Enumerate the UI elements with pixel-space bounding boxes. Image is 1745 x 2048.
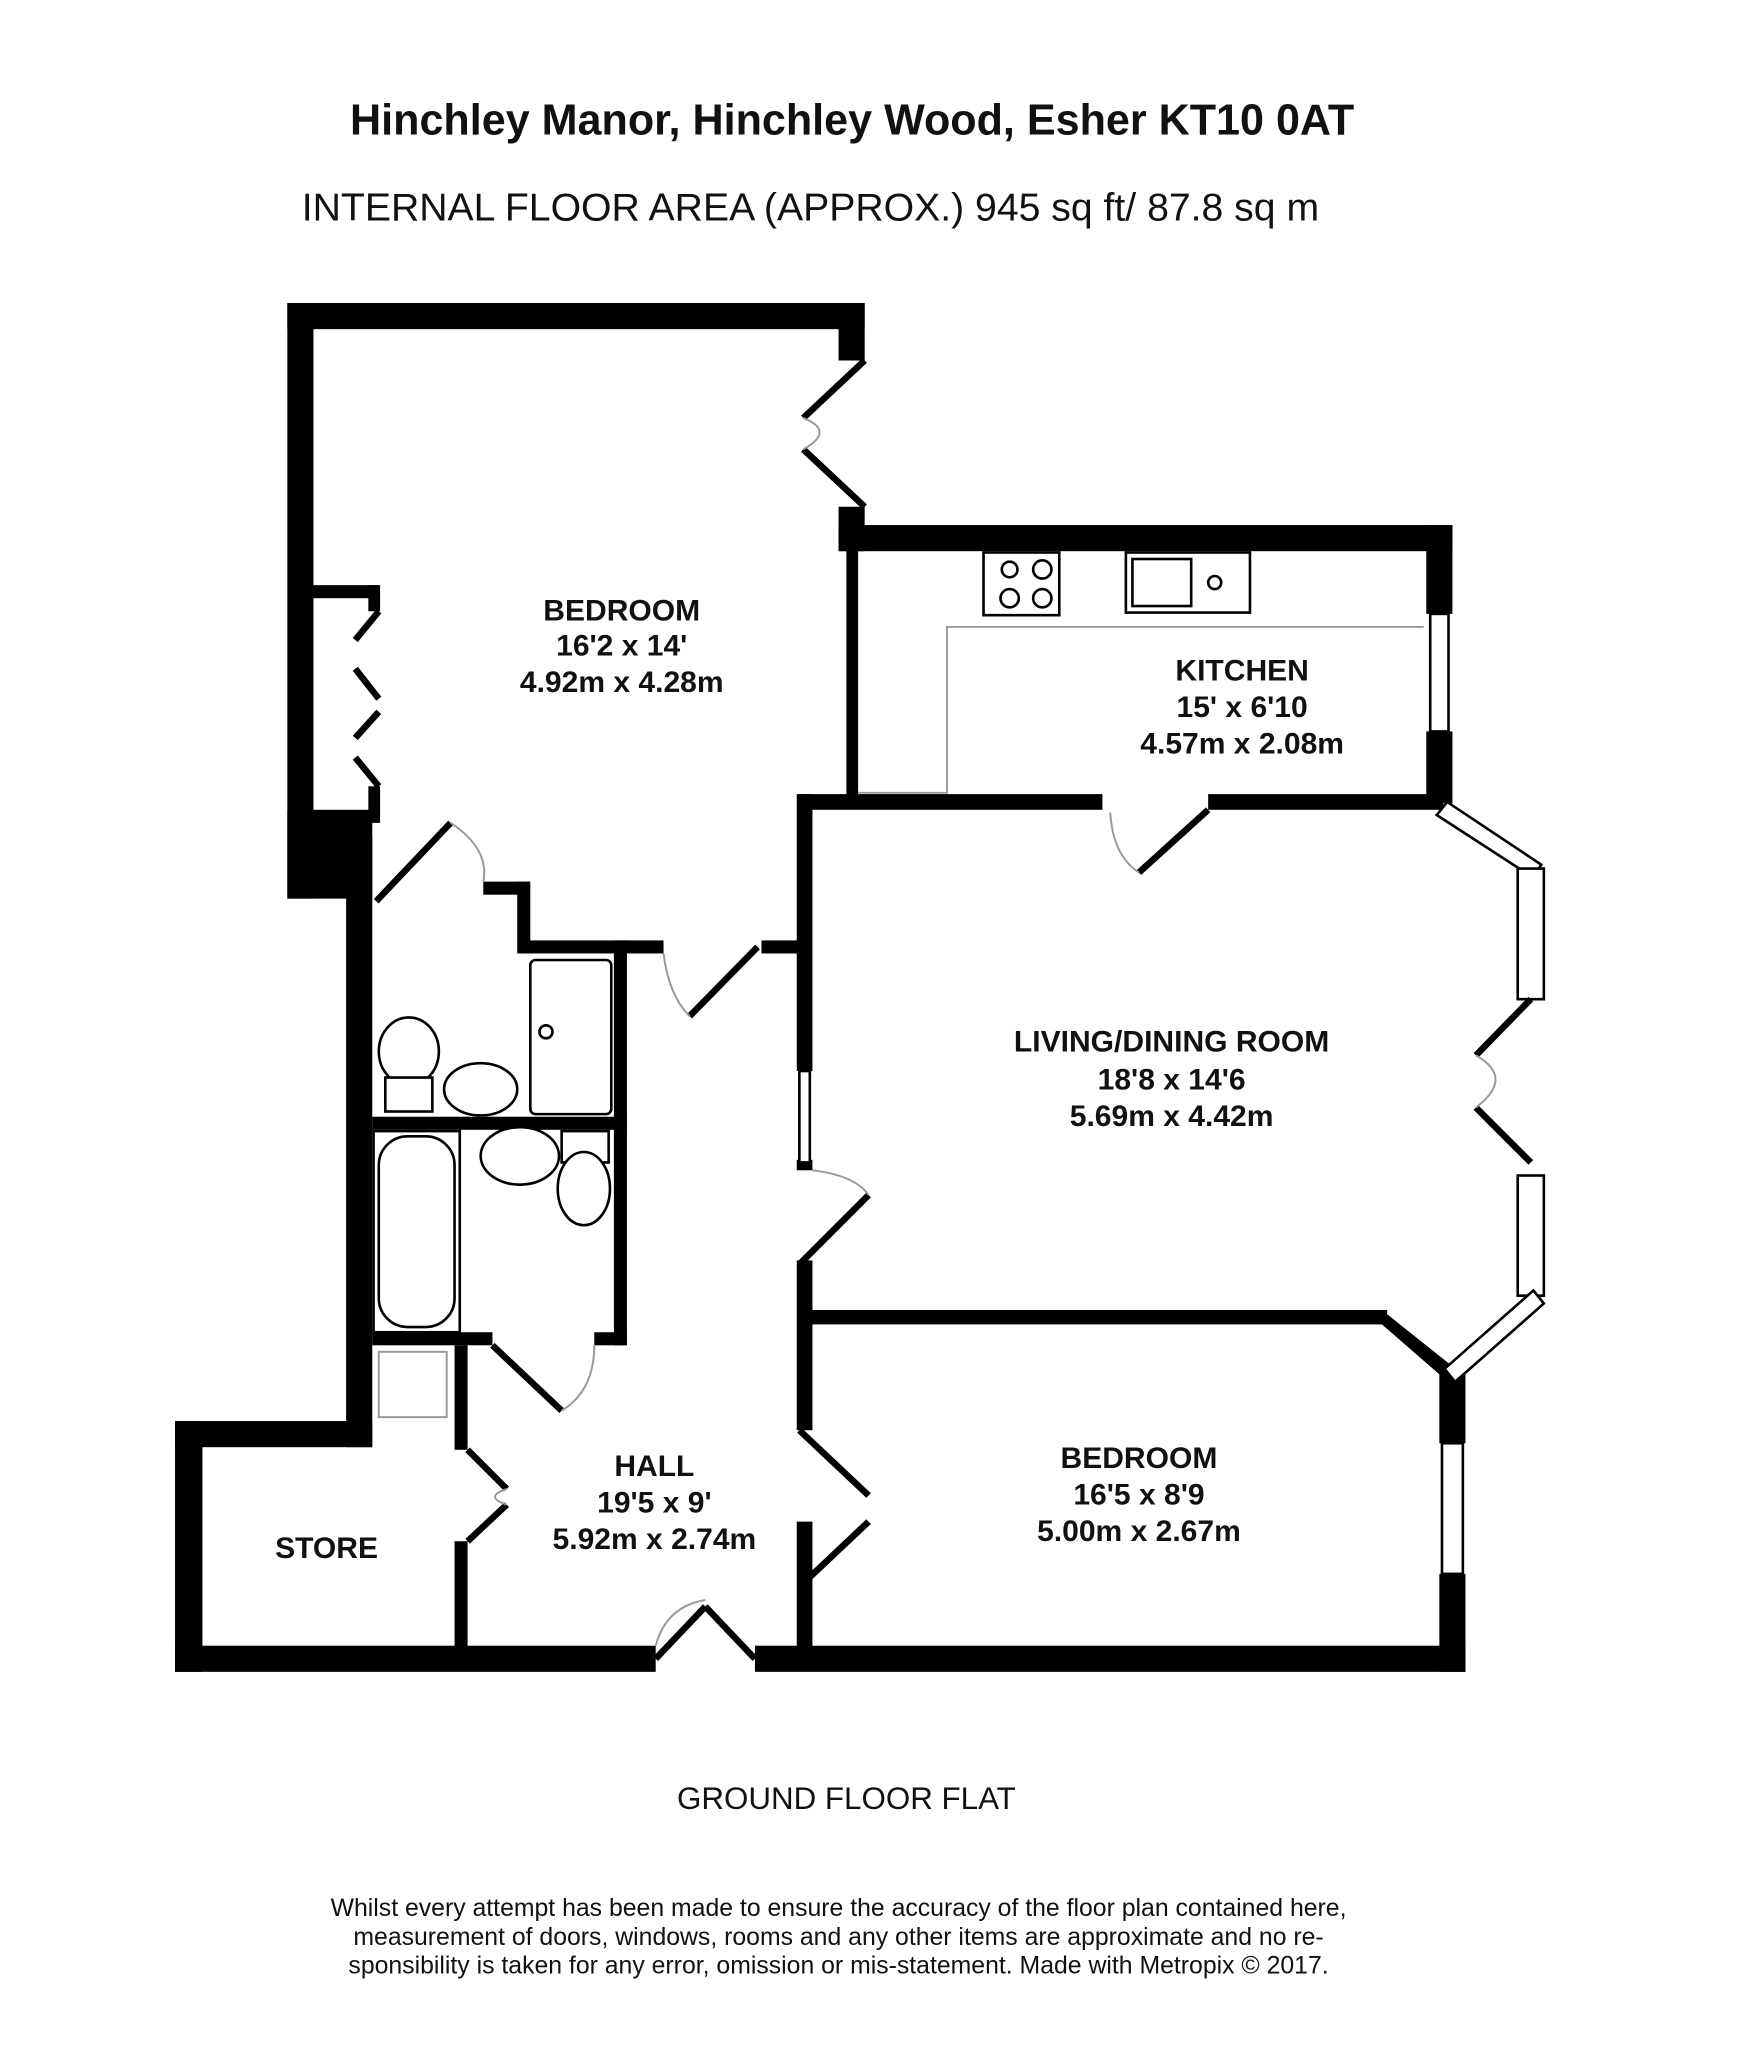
svg-text:BEDROOM: BEDROOM bbox=[1061, 1442, 1218, 1475]
basin-icon bbox=[479, 1125, 561, 1186]
svg-text:16'2 x 14': 16'2 x 14' bbox=[556, 630, 687, 663]
svg-text:sponsibility is taken for any: sponsibility is taken for any error, omi… bbox=[348, 1953, 1328, 1980]
room-label-kitchen: KITCHEN 15' x 6'10 4.57m x 2.08m bbox=[1140, 654, 1344, 760]
svg-text:18'8 x 14'6: 18'8 x 14'6 bbox=[1098, 1063, 1246, 1096]
svg-text:16'5 x 8'9: 16'5 x 8'9 bbox=[1073, 1479, 1204, 1512]
svg-text:BEDROOM: BEDROOM bbox=[543, 594, 700, 627]
kitchen-sink-icon bbox=[1124, 551, 1252, 614]
basin-icon bbox=[442, 1061, 519, 1117]
svg-text:5.92m x 2.74m: 5.92m x 2.74m bbox=[553, 1523, 757, 1556]
room-label-bedroom-2: BEDROOM 16'5 x 8'9 5.00m x 2.67m bbox=[1037, 1442, 1241, 1548]
fixtures bbox=[372, 551, 1424, 1419]
svg-text:KITCHEN: KITCHEN bbox=[1175, 654, 1308, 687]
svg-text:measurement of doors, windows,: measurement of doors, windows, rooms and… bbox=[353, 1924, 1323, 1951]
walls bbox=[175, 303, 1466, 1672]
floor-label: GROUND FLOOR FLAT bbox=[677, 1781, 1016, 1816]
svg-text:Whilst every attempt has been: Whilst every attempt has been made to en… bbox=[331, 1895, 1347, 1922]
doors bbox=[352, 358, 1534, 1662]
svg-text:HALL: HALL bbox=[614, 1450, 694, 1483]
toilet-icon bbox=[377, 1016, 441, 1113]
hob-icon bbox=[982, 551, 1061, 617]
room-label-living-dining: LIVING/DINING ROOM 18'8 x 14'6 5.69m x 4… bbox=[1014, 1025, 1329, 1132]
disclaimer: Whilst every attempt has been made to en… bbox=[331, 1895, 1347, 1979]
room-label-hall: HALL 19'5 x 9' 5.92m x 2.74m bbox=[553, 1450, 757, 1556]
bath-icon bbox=[372, 1129, 462, 1334]
property-title: Hinchley Manor, Hinchley Wood, Esher KT1… bbox=[350, 97, 1354, 145]
shower-icon bbox=[528, 958, 613, 1116]
room-label-bedroom-1: BEDROOM 16'2 x 14' 4.92m x 4.28m bbox=[520, 594, 724, 699]
svg-text:4.57m x 2.08m: 4.57m x 2.08m bbox=[1140, 728, 1344, 761]
svg-text:LIVING/DINING ROOM: LIVING/DINING ROOM bbox=[1014, 1025, 1329, 1058]
floor-area: INTERNAL FLOOR AREA (APPROX.) 945 sq ft/… bbox=[302, 187, 1319, 230]
svg-text:15' x 6'10: 15' x 6'10 bbox=[1177, 691, 1308, 724]
toilet-icon bbox=[556, 1129, 612, 1227]
room-label-store: STORE bbox=[275, 1532, 378, 1565]
svg-text:4.92m x 4.28m: 4.92m x 4.28m bbox=[520, 666, 724, 699]
svg-text:19'5 x 9': 19'5 x 9' bbox=[597, 1486, 711, 1519]
svg-text:5.00m x 2.67m: 5.00m x 2.67m bbox=[1037, 1515, 1241, 1548]
windows bbox=[798, 612, 1546, 1576]
svg-text:5.69m x 4.42m: 5.69m x 4.42m bbox=[1070, 1100, 1274, 1133]
